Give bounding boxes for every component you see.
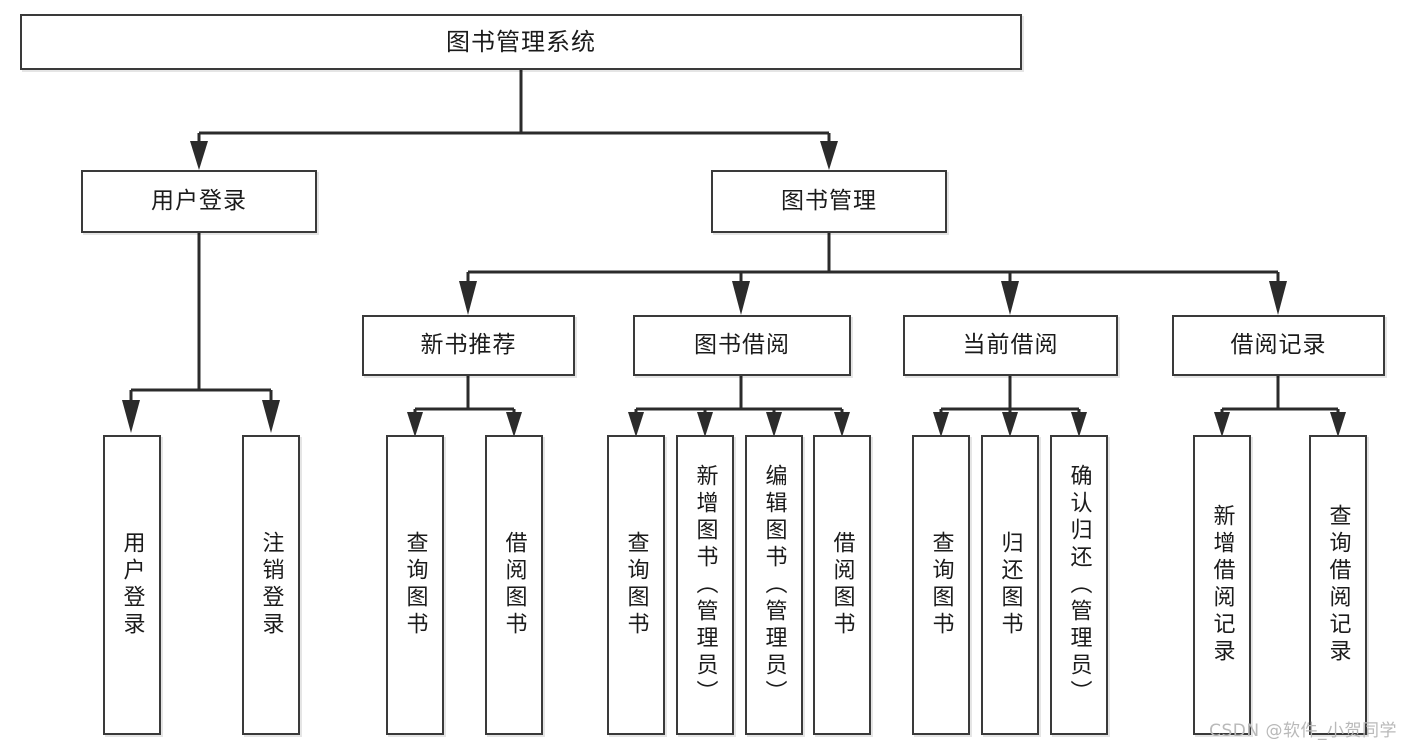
node-label: 新增图书（管理员） — [692, 463, 718, 707]
node-user-login[interactable]: 用户登录 — [81, 170, 317, 233]
node-root-book-management-system[interactable]: 图书管理系统 — [20, 14, 1022, 70]
node-label: 查询借阅记录 — [1325, 504, 1351, 666]
node-label: 借阅图书 — [501, 531, 527, 639]
node-label: 图书管理 — [781, 187, 877, 214]
node-label: 图书管理系统 — [446, 27, 596, 56]
leaf-current-borrow-confirm-return[interactable]: 确认归还（管理员） — [1050, 435, 1108, 735]
node-label: 新增借阅记录 — [1209, 504, 1235, 666]
node-label: 归还图书 — [997, 531, 1023, 639]
node-new-book-recommend[interactable]: 新书推荐 — [362, 315, 575, 376]
leaf-book-borrow-add[interactable]: 新增图书（管理员） — [676, 435, 734, 735]
leaf-user-login-login[interactable]: 用户登录 — [103, 435, 161, 735]
node-label: 查询图书 — [402, 531, 428, 639]
leaf-book-borrow-query[interactable]: 查询图书 — [607, 435, 665, 735]
node-label: 编辑图书（管理员） — [761, 463, 787, 707]
leaf-user-login-logout[interactable]: 注销登录 — [242, 435, 300, 735]
leaf-new-book-borrow[interactable]: 借阅图书 — [485, 435, 543, 735]
node-label: 用户登录 — [119, 531, 145, 639]
node-label: 借阅记录 — [1230, 331, 1327, 358]
node-book-management[interactable]: 图书管理 — [711, 170, 947, 233]
csdn-watermark: CSDN @软件_小贺同学 — [1209, 721, 1397, 741]
node-label: 注销登录 — [258, 531, 284, 639]
node-label: 确认归还（管理员） — [1066, 463, 1092, 707]
leaf-book-borrow-borrow[interactable]: 借阅图书 — [813, 435, 871, 735]
node-book-borrow[interactable]: 图书借阅 — [633, 315, 851, 376]
leaf-borrow-record-add[interactable]: 新增借阅记录 — [1193, 435, 1251, 735]
node-label: 图书借阅 — [694, 331, 790, 358]
node-label: 借阅图书 — [829, 531, 855, 639]
leaf-current-borrow-query[interactable]: 查询图书 — [912, 435, 970, 735]
leaf-borrow-record-query[interactable]: 查询借阅记录 — [1309, 435, 1367, 735]
node-label: 用户登录 — [151, 187, 247, 214]
leaf-current-borrow-return[interactable]: 归还图书 — [981, 435, 1039, 735]
node-label: 当前借阅 — [962, 331, 1059, 358]
node-borrow-record[interactable]: 借阅记录 — [1172, 315, 1385, 376]
node-label: 查询图书 — [928, 531, 954, 639]
leaf-new-book-query[interactable]: 查询图书 — [386, 435, 444, 735]
leaf-book-borrow-edit[interactable]: 编辑图书（管理员） — [745, 435, 803, 735]
node-label: 查询图书 — [623, 531, 649, 639]
node-current-borrow[interactable]: 当前借阅 — [903, 315, 1118, 376]
node-label: 新书推荐 — [420, 331, 517, 358]
